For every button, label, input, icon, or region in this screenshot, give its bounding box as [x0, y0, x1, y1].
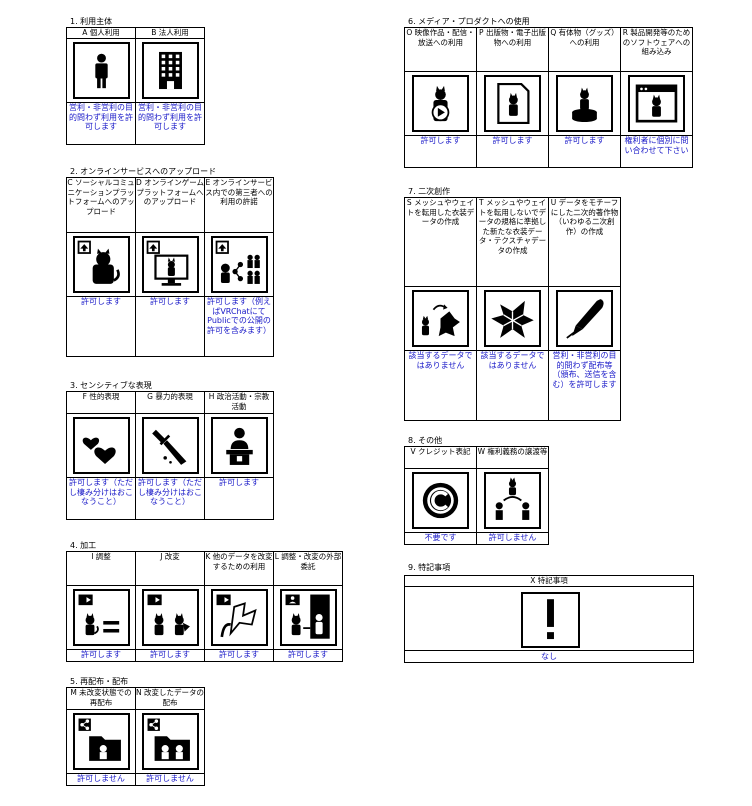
license-table: S メッシュやウェイトを転用した衣装データの作成 T メッシュやウェイトを転用し…	[404, 197, 621, 421]
section-5: 5. 再配布・配布 M 未改変状態での再配布 N 改変したデータの配布 許可しま…	[66, 677, 205, 786]
section-title: 7. 二次創作	[408, 187, 451, 196]
building-icon	[141, 42, 199, 99]
answer-cell: 許可します	[273, 649, 343, 662]
answer-cell: 許可します	[135, 296, 205, 357]
podium-icon	[210, 417, 268, 474]
section-title: 3. センシティブな表現	[70, 381, 152, 390]
header-cell: S メッシュやウェイトを転用した衣装データの作成	[404, 197, 477, 287]
header-cell: T メッシュやウェイトを転用しないでデータの規格に準拠した新たな衣装データ・テク…	[476, 197, 549, 287]
answer-cell: 許可します（例えばVRChatにてPublicでの公開の許可を含みます）	[204, 296, 274, 357]
header-cell: U データをモチーフにした二次的著作物（いわゆる二次創作）の作成	[548, 197, 621, 287]
header-cell: H 政治活動・宗教活動	[204, 391, 274, 414]
upload-social-icon	[72, 236, 130, 293]
license-table: V クレジット表記 W 権利義務の譲渡等 不要です 許可しません	[404, 446, 549, 545]
header-cell: N 改変したデータの配布	[135, 687, 205, 710]
header-cell: F 性的表現	[66, 391, 136, 414]
answer-cell: 許可しません	[66, 773, 136, 786]
section-title: 2. オンラインサービスへのアップロード	[70, 167, 217, 176]
upload-game-icon	[141, 236, 199, 293]
software-icon	[628, 75, 685, 132]
answer-cell: 許可します	[66, 296, 136, 357]
header-cell: W 権利義務の譲渡等	[476, 446, 549, 469]
answer-cell: 許可します	[476, 135, 549, 168]
distribute-modified-icon	[141, 713, 199, 770]
answer-cell: 該当するデータではありません	[404, 350, 477, 421]
answer-cell: 営利・非営利の目的問わず利用を許可します	[135, 102, 205, 145]
section-title: 4. 加工	[70, 541, 97, 550]
knife-icon	[141, 417, 199, 474]
special-notes-box: X 特記事項 なし	[404, 575, 694, 663]
section-1: 1. 利用主体 A 個人利用 B 法人利用 営利・非営利の目的問わず利用を許可し…	[66, 17, 205, 145]
header-cell: O 映像作品・配信・放送への利用	[404, 27, 477, 72]
section-3: 3. センシティブな表現 F 性的表現 G 暴力的表現 H 政治活動・宗教活動 …	[66, 381, 274, 520]
header-cell: B 法人利用	[135, 27, 205, 39]
header-cell: K 他のデータを改変するための利用	[204, 551, 274, 586]
other-data-icon	[210, 589, 268, 646]
person-icon	[72, 42, 130, 99]
header-cell: A 個人利用	[66, 27, 136, 39]
answer-cell: 許可します（ただし棲み分けはおこなうこと）	[135, 477, 205, 520]
header-cell: V クレジット表記	[404, 446, 477, 469]
answer-cell: なし	[405, 650, 693, 662]
answer-cell: 該当するデータではありません	[476, 350, 549, 421]
new-costume-icon	[484, 290, 541, 347]
publication-icon	[484, 75, 541, 132]
modify-icon	[141, 589, 199, 646]
answer-cell: 許可します	[204, 477, 274, 520]
section-title: 1. 利用主体	[70, 17, 113, 26]
redistribute-icon	[72, 713, 130, 770]
license-table: C ソーシャルコミュニケーションプラットフォームへのアップロード D オンライン…	[66, 177, 274, 357]
transfer-icon	[484, 472, 541, 529]
outsource-icon	[279, 589, 337, 646]
section-9: 9. 特記事項 X 特記事項 なし	[404, 563, 694, 663]
header-cell: Q 有体物（グッズ）への利用	[548, 27, 621, 72]
section-4: 4. 加工 I 調整 J 改変 K 他のデータを改変するための利用 L 調整・改…	[66, 541, 343, 662]
section-title: 5. 再配布・配布	[70, 677, 129, 686]
header-cell: X 特記事項	[405, 576, 693, 587]
answer-cell: 許可しません	[476, 532, 549, 545]
header-cell: J 改変	[135, 551, 205, 586]
answer-cell: 許可します	[204, 649, 274, 662]
answer-cell: 許可します（ただし棲み分けはおこなうこと）	[66, 477, 136, 520]
video-icon	[412, 75, 469, 132]
license-table: O 映像作品・配信・放送への利用 P 出版物・電子出版物への利用 Q 有体物（グ…	[404, 27, 693, 168]
hearts-icon	[72, 417, 130, 474]
answer-cell: 許可します	[66, 649, 136, 662]
header-cell: L 調整・改変の外部委託	[273, 551, 343, 586]
exclamation-icon	[521, 592, 580, 648]
answer-cell: 許可します	[548, 135, 621, 168]
header-cell: C ソーシャルコミュニケーションプラットフォームへのアップロード	[66, 177, 136, 233]
answer-cell: 許可します	[135, 649, 205, 662]
header-cell: G 暴力的表現	[135, 391, 205, 414]
license-table: I 調整 J 改変 K 他のデータを改変するための利用 L 調整・改変の外部委託…	[66, 551, 343, 662]
answer-cell: 権利者に個別に問い合わせて下さい	[620, 135, 693, 168]
costume-icon	[412, 290, 469, 347]
section-7: 7. 二次創作 S メッシュやウェイトを転用した衣装データの作成 T メッシュや…	[404, 187, 621, 421]
section-8: 8. その他 V クレジット表記 W 権利義務の譲渡等 不要です 許可しません	[404, 436, 549, 545]
header-cell: M 未改変状態での再配布	[66, 687, 136, 710]
section-6: 6. メディア・プロダクトへの使用 O 映像作品・配信・放送への利用 P 出版物…	[404, 17, 693, 168]
header-cell: I 調整	[66, 551, 136, 586]
answer-cell: 許可しません	[135, 773, 205, 786]
header-cell: R 製品開発等のためのソフトウェアへの組み込み	[620, 27, 693, 72]
header-cell: E オンラインサービス内での第三者への利用の許諾	[204, 177, 274, 233]
header-cell: P 出版物・電子出版物への利用	[476, 27, 549, 72]
answer-cell: 営利・非営利の目的問わず配布等（頒布、送信を含む）を許可します	[548, 350, 621, 421]
section-title: 9. 特記事項	[408, 563, 451, 572]
share-third-party-icon	[210, 236, 268, 293]
answer-cell: 許可します	[404, 135, 477, 168]
section-title: 8. その他	[408, 436, 443, 445]
goods-icon	[556, 75, 613, 132]
license-table: M 未改変状態での再配布 N 改変したデータの配布 許可しません 許可しません	[66, 687, 205, 786]
section-2: 2. オンラインサービスへのアップロード C ソーシャルコミュニケーションプラッ…	[66, 167, 274, 357]
adjust-icon	[72, 589, 130, 646]
answer-cell: 営利・非営利の目的問わず利用を許可します	[66, 102, 136, 145]
copyright-icon	[412, 472, 469, 529]
answer-cell: 不要です	[404, 532, 477, 545]
header-cell: D オンラインゲームプラットフォームへのアップロード	[135, 177, 205, 233]
pen-icon	[556, 290, 613, 347]
license-table: F 性的表現 G 暴力的表現 H 政治活動・宗教活動 許可します（ただし棲み分け…	[66, 391, 274, 520]
license-table: A 個人利用 B 法人利用 営利・非営利の目的問わず利用を許可します 営利・非営…	[66, 27, 205, 145]
section-title: 6. メディア・プロダクトへの使用	[408, 17, 530, 26]
